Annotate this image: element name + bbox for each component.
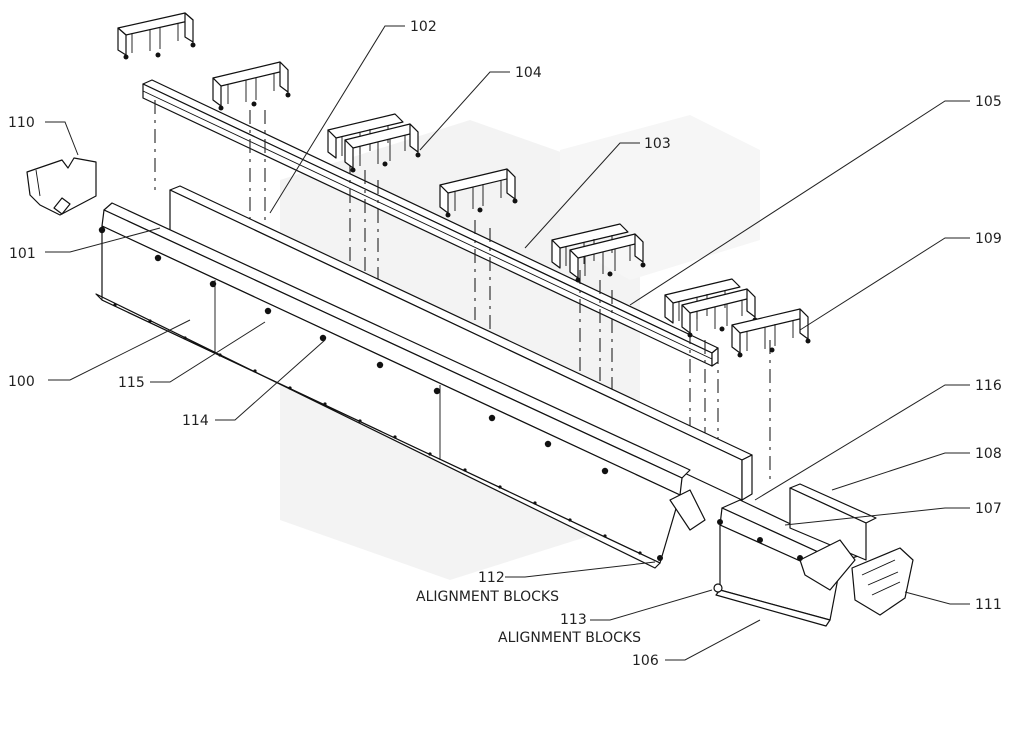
label-104: 104 [515,65,542,81]
leader-lines [45,25,970,661]
joint-blocks [657,489,723,593]
label-107: 107 [975,501,1002,517]
label-108: 108 [975,446,1002,462]
label-100: 100 [8,374,35,390]
note-alignment-113: ALIGNMENT BLOCKS [498,630,641,646]
label-115: 115 [118,375,145,391]
inner-rail-102 [169,185,753,501]
label-102: 102 [410,19,437,35]
bracket-1 [117,12,196,60]
short-section-106 [715,483,877,627]
label-106: 106 [632,653,659,669]
bracket-group [117,12,811,358]
bracket-109 [731,308,811,358]
top-rail-103 [142,79,719,367]
bracket-4 [439,168,518,218]
label-101: 101 [9,246,36,262]
part-labels: 100 101 102 103 104 105 106 107 108 109 … [8,19,1002,669]
label-113: 113 [560,612,587,628]
label-114: 114 [182,413,209,429]
label-110: 110 [8,115,35,131]
label-111: 111 [975,597,1002,613]
bracket-5 [551,223,646,283]
label-105: 105 [975,94,1002,110]
label-109: 109 [975,231,1002,247]
label-103: 103 [644,136,671,152]
end-cap-111 [851,547,914,616]
dashed-alignment-lines [154,100,771,480]
label-112: 112 [478,570,505,586]
note-alignment-112: ALIGNMENT BLOCKS [416,589,559,605]
bracket-3 [327,113,421,173]
end-plate-110 [26,157,97,216]
label-116: 116 [975,378,1002,394]
main-trough-100 [95,202,691,569]
bracket-2 [212,61,291,111]
